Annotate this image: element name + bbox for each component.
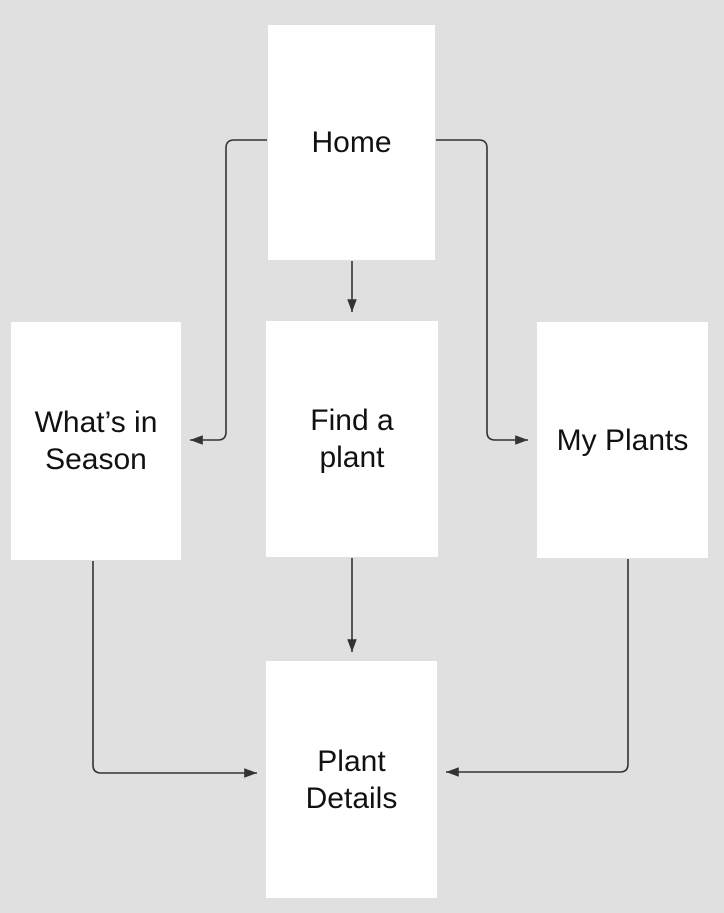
node-find-a-plant[interactable]: Find a plant [266, 321, 438, 557]
edge-whats-in-season-to-plant-details [92, 561, 257, 778]
edge-home-to-my-plants [436, 139, 528, 445]
node-my-plants[interactable]: My Plants [537, 322, 708, 558]
node-my-plants-label: My Plants [556, 423, 689, 457]
node-plant-details-label: Plant Details [305, 744, 398, 815]
edge-my-plants-to-plant-details [446, 559, 629, 777]
node-plant-details[interactable]: Plant Details [266, 661, 437, 898]
node-home[interactable]: Home [268, 25, 435, 260]
node-find-a-plant-label: Find a plant [310, 404, 394, 474]
node-whats-in-season[interactable]: What’s in Season [11, 322, 181, 560]
node-home-label: Home [311, 126, 392, 159]
node-whats-in-season-label: What’s in Season [34, 406, 158, 476]
edge-home-to-whats-in-season [190, 139, 267, 445]
